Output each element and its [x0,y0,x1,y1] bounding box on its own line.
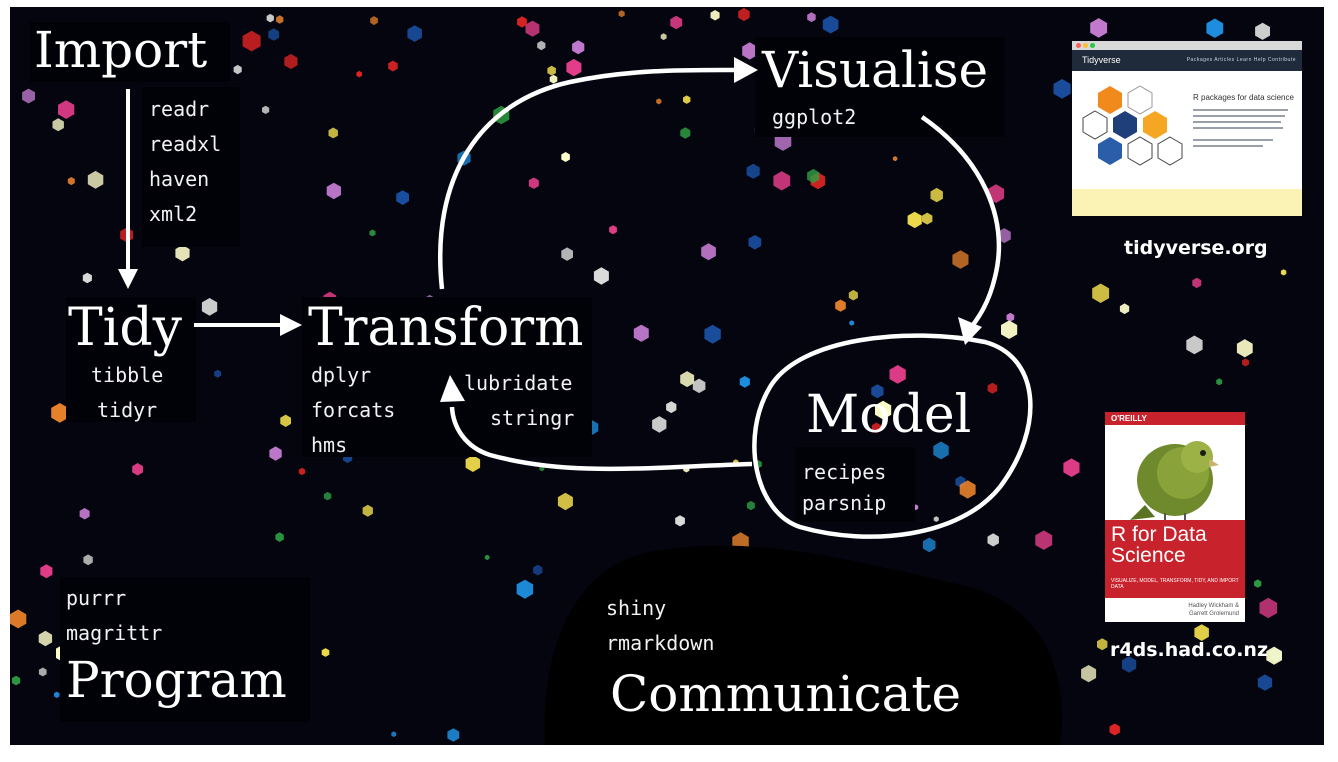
website-nav-links: Packages Articles Learn Help Contribute [1186,57,1296,63]
diagram-canvas: Import Tidy Transform Visualise Model Pr… [10,7,1324,745]
tidyverse-caption[interactable]: tidyverse.org [1124,237,1268,259]
package-parsnip: parsnip [802,491,887,515]
r4ds-caption[interactable]: r4ds.had.co.nz [1110,639,1269,661]
package-readr: readr [149,97,210,121]
package-tibble: tibble [91,363,164,387]
book-title-line1: R for Data [1111,523,1207,546]
communicate-blob [544,545,1062,745]
book-title-line2: Science [1111,544,1186,567]
model-ellipse [752,333,1033,539]
kakapo-parrot-icon [1130,441,1219,521]
package-lubridate: lubridate [464,371,573,395]
package-tidyr: tidyr [97,398,158,422]
package-ggplot2: ggplot2 [772,105,857,129]
package-purrr: purrr [66,586,127,610]
tidy-to-transform-arrow [194,314,302,336]
transform-to-visualise-arrow [438,57,758,290]
stage-model: Model [806,385,972,445]
model-to-transform-arrow [440,375,753,472]
package-shiny: shiny [606,596,667,620]
website-headline: R packages for data science [1193,93,1294,102]
stage-tidy: Tidy [68,298,182,358]
stage-transform: Transform [308,298,584,358]
stage-communicate: Communicate [610,665,962,723]
package-xml2: xml2 [149,202,198,226]
visualise-to-model-arrow [920,115,1001,345]
book-publisher: O'REILLY [1111,414,1147,423]
tidyverse-website-thumbnail: Tidyverse Packages Articles Learn Help C… [1072,41,1302,216]
package-forcats: forcats [311,398,396,422]
stage-program: Program [66,651,287,709]
package-readxl: readxl [149,132,222,156]
stage-visualise: Visualise [762,41,989,99]
hex-stickers-icon [1082,85,1183,166]
package-stringr: stringr [490,406,575,430]
website-brand: Tidyverse [1082,55,1121,65]
import-to-tidy-arrow [118,89,138,289]
package-rmarkdown: rmarkdown [606,631,715,655]
book-author-1: Hadley Wickham & [1188,603,1239,609]
book-title: R for Data Science [1111,524,1207,566]
flow-arrows [118,57,1033,539]
book-subtitle: VISUALIZE, MODEL, TRANSFORM, TIDY, AND I… [1111,578,1239,590]
r4ds-book-cover: O'REILLY R for Data Science VISUALIZE, M… [1105,412,1245,622]
package-dplyr: dplyr [311,363,372,387]
package-haven: haven [149,167,210,191]
package-recipes: recipes [802,460,887,484]
package-magrittr: magrittr [66,621,163,645]
book-author-2: Garrett Grolemund [1188,611,1239,617]
book-authors: Hadley Wickham & Garrett Grolemund [1188,602,1239,618]
package-hms: hms [311,433,348,457]
stage-import: Import [34,21,208,79]
